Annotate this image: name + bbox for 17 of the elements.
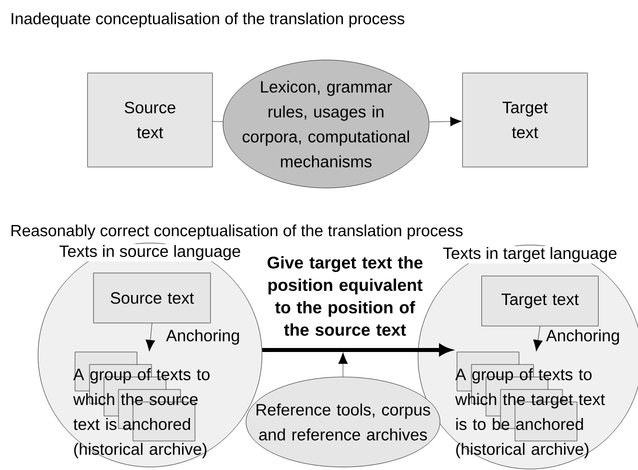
node-label: A group of texts to [73, 368, 210, 384]
document-stack: A group of texts to which the source text is anchored (historical archive) [73, 352, 210, 458]
edge-label: Anchoring [545, 328, 622, 346]
arrow [533, 326, 543, 352]
arrow [428, 116, 462, 126]
arrow [338, 352, 348, 377]
arrow [146, 323, 156, 352]
heading: Inadequate conceptualisation of the translation process [12, 12, 404, 28]
node-label: which the target text is to be anchored (historical archive) [455, 393, 605, 458]
text-box: Source text [87, 72, 213, 168]
edge-label: Anchoring [165, 328, 242, 346]
text-box: Source text [93, 272, 211, 324]
node-label: (historical archive) [74, 442, 206, 458]
text-box: Target text [462, 72, 588, 168]
text-box: Target text [481, 276, 599, 326]
document-stack: A group of texts to which the target text is to be anchored (historical archive) [455, 352, 605, 458]
heading: Reasonably correct conceptualisation of the translation process [12, 224, 463, 240]
